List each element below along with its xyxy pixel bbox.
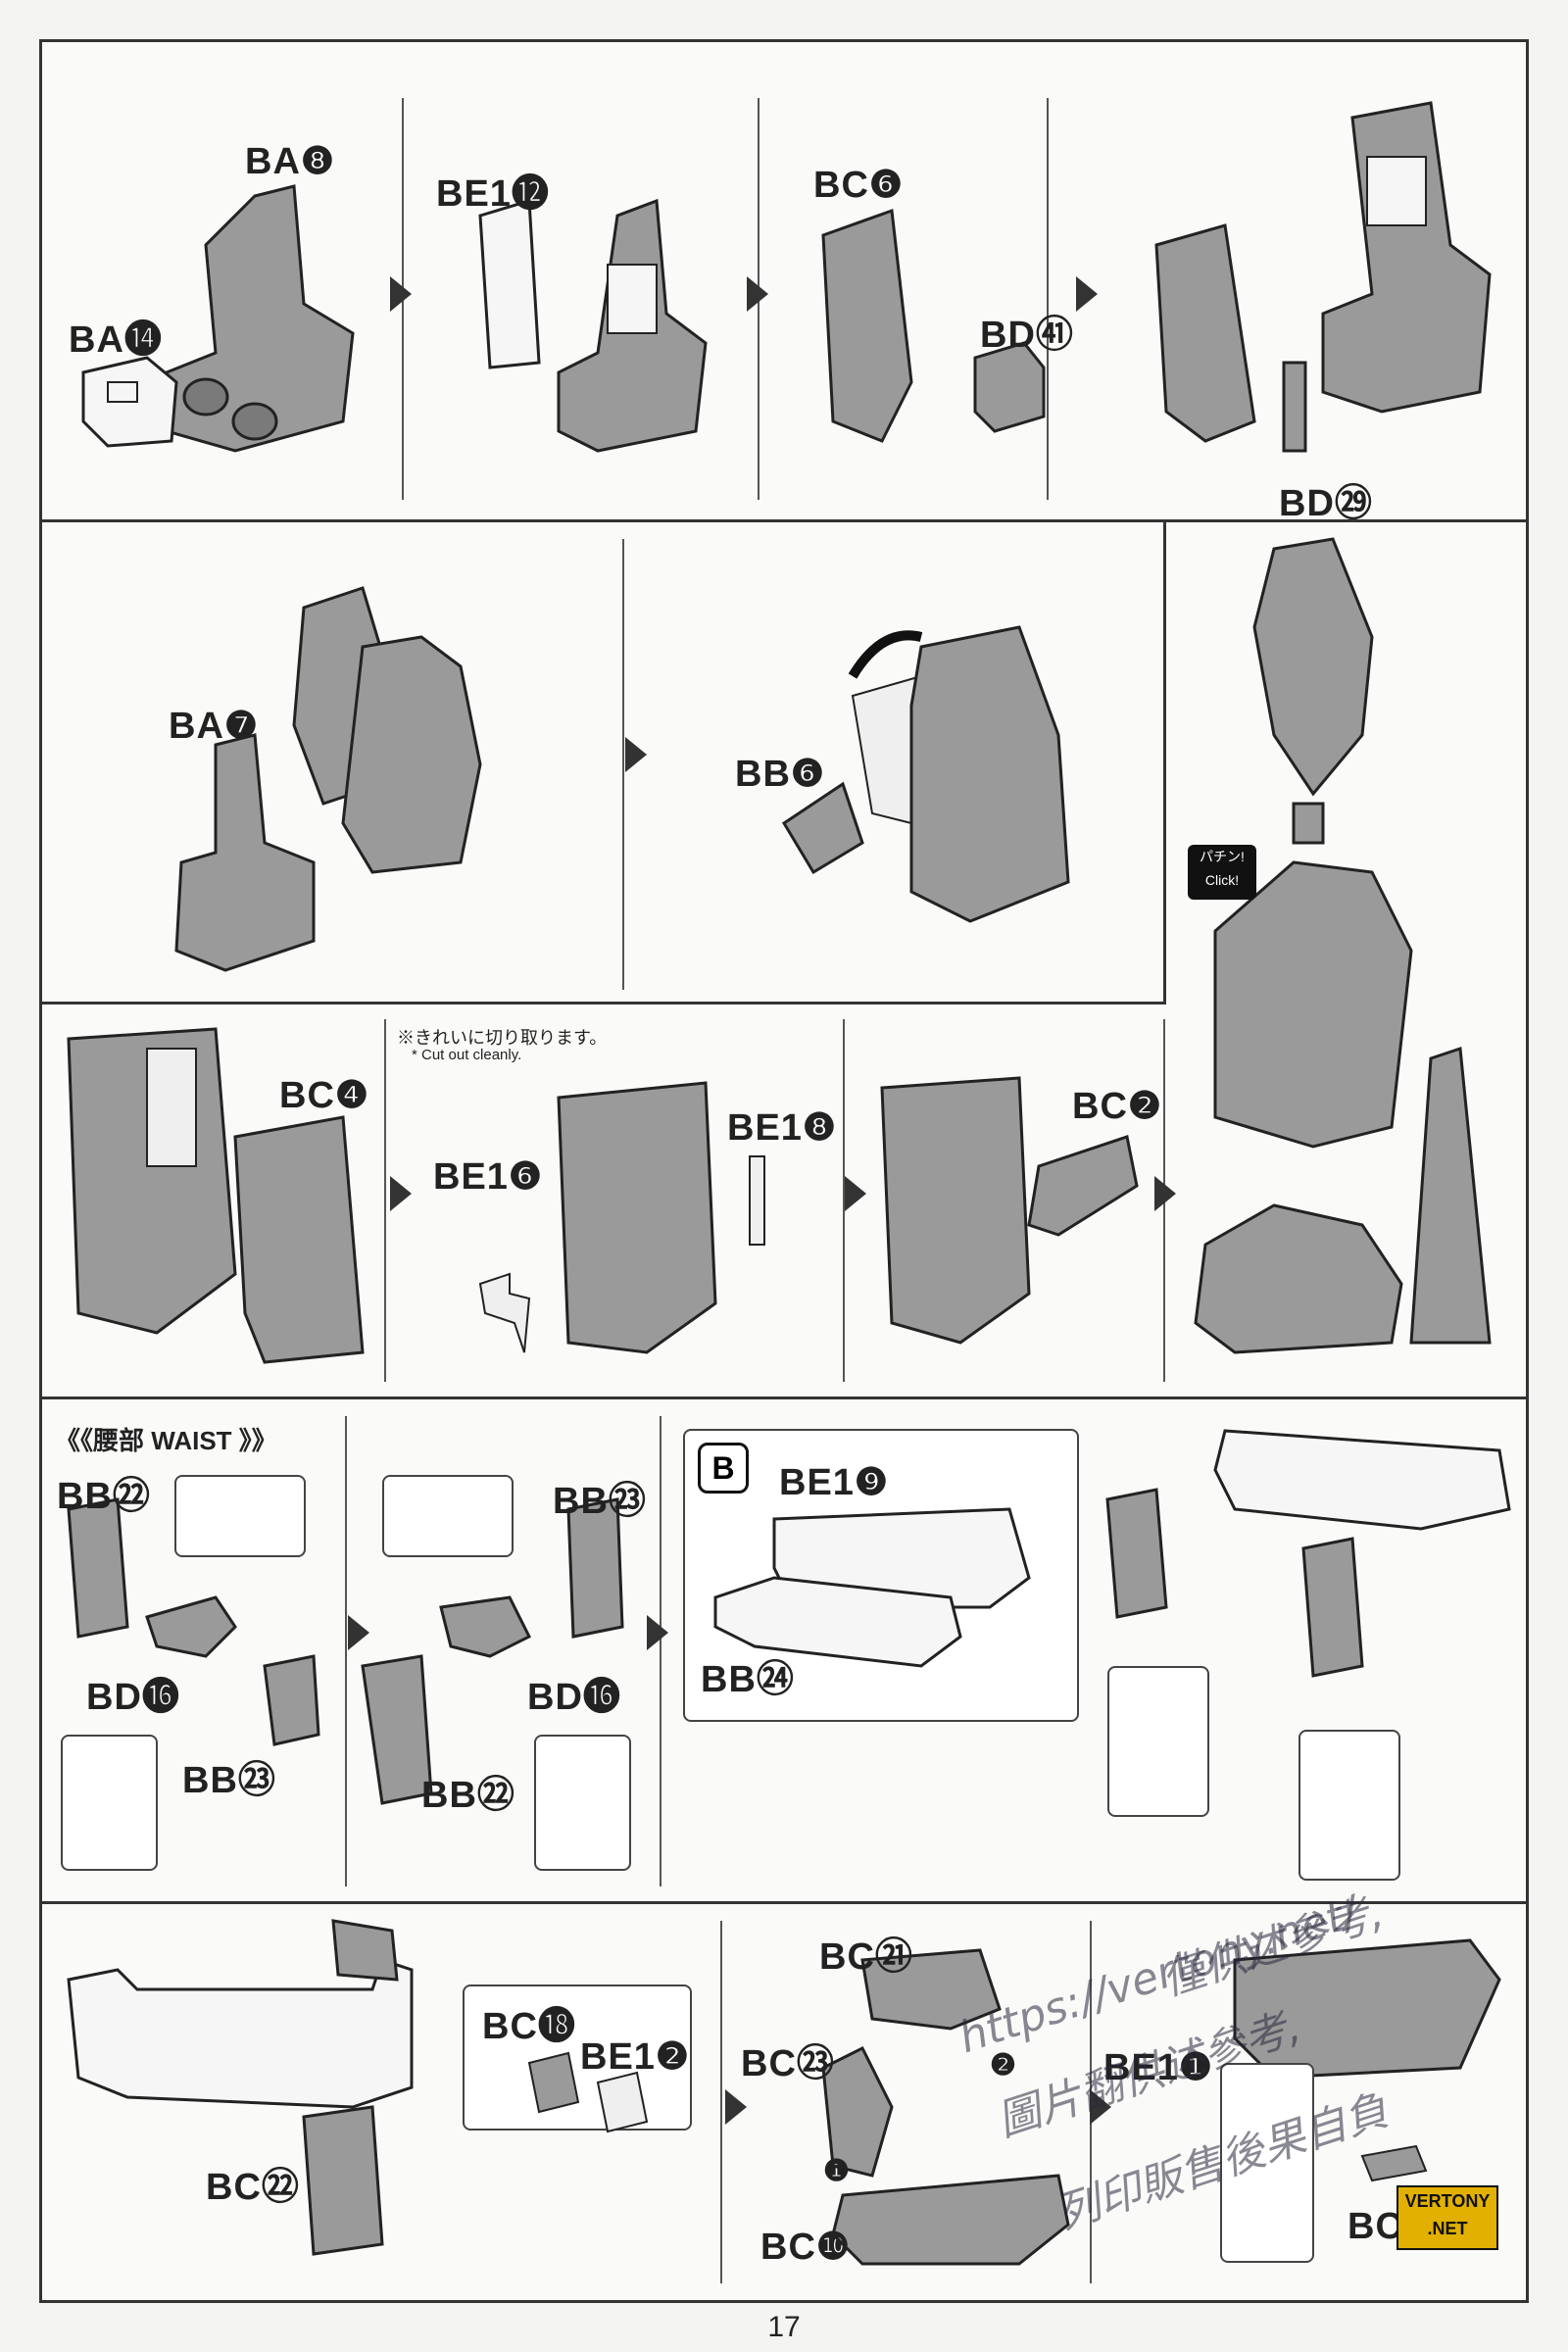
panel-divider (1163, 519, 1166, 1004)
part-label: BE1❶ (1103, 2047, 1213, 2088)
part-drawing-final-waist (1233, 1938, 1501, 2080)
part-drawing-row1-final (1154, 101, 1492, 453)
part-label: BE1❾ (779, 1462, 889, 1503)
part-drawing-waist-joint-right (361, 1497, 624, 1805)
detail-box (61, 1735, 158, 1871)
part-drawing-ba14 (81, 356, 178, 448)
detail-box (382, 1475, 514, 1557)
step-arrow (390, 276, 412, 312)
part-label: BA❽ (245, 141, 335, 182)
row-divider (39, 1901, 1529, 1904)
panel-divider (384, 1019, 386, 1382)
part-label: BB㉒ (57, 1476, 151, 1517)
step-arrow (845, 1176, 866, 1211)
part-drawing-bd41 (973, 341, 1046, 433)
part-drawing-bc2-assembly (880, 1076, 1139, 1345)
part-label: BC❹ (279, 1075, 369, 1116)
step-arrow (725, 2089, 747, 2125)
detail-box (463, 1984, 692, 2131)
part-drawing-ba8 (165, 184, 355, 453)
part-label: BC㉒ (206, 2167, 300, 2208)
step-arrow (1090, 2089, 1111, 2125)
step-arrow (348, 1615, 369, 1650)
part-label: BC❷ (1072, 1086, 1162, 1127)
part-label: BA❼ (169, 706, 259, 747)
part-label: BE1❻ (433, 1156, 543, 1198)
step-arrow (1154, 1176, 1176, 1211)
part-label: BB㉓ (182, 1760, 276, 1801)
part-drawing-leg-assembly (1194, 537, 1492, 1354)
part-drawing-bc6 (821, 208, 913, 443)
panel-divider (720, 1921, 722, 2283)
step-arrow (747, 276, 768, 312)
part-label: BE1❽ (727, 1107, 837, 1149)
part-label: BD⓰ (86, 1677, 180, 1718)
part-label: BC❿ (760, 2227, 851, 2268)
step-arrow (1076, 276, 1098, 312)
part-drawing-be12-assembly (478, 198, 708, 453)
detail-box (1107, 1666, 1209, 1817)
vertony-logo: VERTONY .NET (1396, 2185, 1498, 2250)
part-drawing-be16-be18 (478, 1081, 765, 1354)
row-divider (39, 1002, 1166, 1004)
detail-box (534, 1735, 631, 1871)
part-drawing-waist-assembled (67, 1919, 414, 2256)
panel-divider (345, 1416, 347, 1886)
panel-divider (843, 1019, 845, 1382)
step-number: ❶ (823, 2155, 851, 2187)
cut-note-en: * Cut out cleanly. (412, 1047, 522, 1063)
part-label: BA⓮ (69, 319, 163, 361)
part-label: BC⓲ (482, 2006, 576, 2047)
part-label: BB❻ (735, 754, 825, 795)
cut-note-jp: ※きれいに切り取ります。 (397, 1028, 608, 1048)
part-label: BD⓰ (527, 1677, 621, 1718)
row-divider (39, 1396, 1529, 1399)
part-label: BE1❷ (580, 2036, 690, 2078)
detail-box (174, 1475, 306, 1557)
panel-divider (622, 539, 624, 990)
part-drawing-waist-joint-left (67, 1497, 320, 1746)
step-arrow (647, 1615, 668, 1650)
part-label: BB㉔ (701, 1659, 795, 1700)
part-label: BE1⓬ (436, 173, 550, 215)
part-label: BC❻ (813, 165, 904, 206)
detail-box (1220, 2063, 1314, 2263)
part-label: BD㊶ (980, 315, 1074, 356)
section-title: 《《腰部 WAIST 》》 (55, 1426, 277, 1455)
part-drawing-waist-frame (1105, 1429, 1511, 1678)
panel-divider (660, 1416, 662, 1886)
part-drawing-bc10-assembly (821, 1948, 1070, 2266)
page-number: 17 (767, 2311, 801, 2343)
part-drawing-bc4-assembly (67, 1027, 365, 1364)
detail-box (1298, 1730, 1400, 1881)
panel-divider (1047, 98, 1049, 500)
part-drawing-bc24 (1360, 2144, 1428, 2182)
row-divider (39, 519, 1529, 522)
part-label: BB㉓ (553, 1481, 647, 1522)
part-label: BC㉑ (819, 1936, 913, 1978)
part-drawing-bc18-be12 (527, 2051, 649, 2133)
part-label: BD㉙ (1279, 483, 1373, 524)
step-arrow (625, 737, 647, 772)
part-label: BB㉒ (421, 1775, 515, 1816)
part-drawing-ba7-assembly (174, 586, 482, 972)
part-label: BC㉓ (741, 2043, 835, 2084)
step-arrow (390, 1176, 412, 1211)
part-drawing-bb6-assembly (781, 625, 1070, 923)
step-badge-b: B (698, 1443, 749, 1494)
click-callout: パチン! Click! (1188, 845, 1256, 900)
part-drawing-be19-bb24 (713, 1507, 1031, 1668)
step-number: ❷ (990, 2049, 1017, 2082)
